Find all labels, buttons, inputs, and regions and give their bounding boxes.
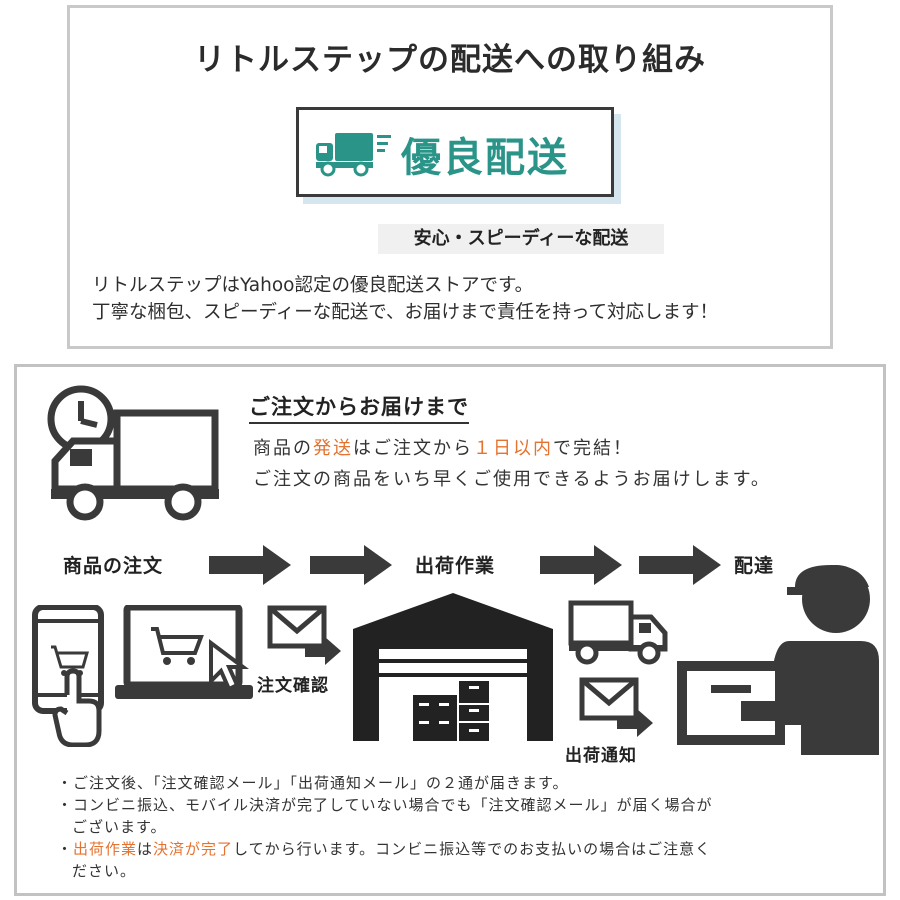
clock-truck-icon — [47, 385, 219, 521]
text-span: で完結！ — [553, 438, 633, 459]
arrow-right-icon — [639, 545, 721, 585]
note-item: ・コンビニ振込、モバイル決済が完了していない場合でも「注文確認メール」が届く場合… — [57, 796, 713, 814]
flow-heading: ご注文からお届けまで — [249, 391, 469, 424]
description-line: 丁寧な梱包、スピーディーな配送で、お届けまで責任を持って対応します！ — [92, 302, 719, 323]
note-item: ・出荷作業は決済が完了してから行います。コンビニ振込等でのお支払いの場合はご注意… — [57, 838, 713, 860]
text-span: は — [137, 840, 154, 858]
step-delivery-label: 配達 — [734, 555, 775, 577]
store-description: リトルステップはYahoo認定の優良配送ストアです。 丁寧な梱包、スピーディーな… — [92, 272, 718, 326]
order-email-icon — [267, 605, 341, 665]
flow-line-1: 商品の発送はご注文から１日以内で完結！ — [253, 433, 771, 464]
order-flow-panel: ご注文からお届けまで 商品の発送はご注文から１日以内で完結！ ご注文の商品をいち… — [14, 364, 886, 896]
arrow-right-icon — [540, 545, 622, 585]
step-shipping-work-label: 出荷作業 — [415, 555, 496, 577]
highlight-within-one-day: １日以内 — [473, 438, 553, 459]
laptop-order-icon — [115, 605, 253, 699]
order-confirmation-label: 注文確認 — [257, 676, 329, 696]
flow-line-2: ご注文の商品をいち早くご使用できるようお届けします。 — [253, 469, 771, 490]
small-truck-icon — [568, 600, 668, 665]
badge-label: 優良配送 — [401, 135, 569, 181]
bullet: ・ — [57, 840, 74, 858]
shipping-email-icon — [579, 677, 653, 737]
note-item-continued: ございます。 — [72, 818, 167, 836]
notes-list: ・ご注文後、「注文確認メール」「出荷通知メール」の２通が届きます。 ・コンビニ振… — [57, 772, 713, 882]
excellent-delivery-badge: 優良配送 — [296, 107, 614, 197]
badge-subtitle: 安心・スピーディーな配送 — [378, 224, 664, 254]
delivery-commitment-panel: リトルステップの配送への取り組み 優良配送 安心・スピーディーな配送 リトルステ… — [67, 5, 833, 349]
text-span: 商品の — [253, 438, 313, 459]
text-span: してから行います。コンビニ振込等でのお支払いの場合はご注意く — [233, 840, 712, 858]
flow-description: 商品の発送はご注文から１日以内で完結！ ご注文の商品をいち早くご使用できるようお… — [253, 433, 771, 495]
smartphone-order-icon — [32, 605, 104, 747]
delivery-truck-icon — [316, 133, 391, 177]
highlight-shipping-work: 出荷作業 — [73, 840, 138, 858]
warehouse-icon — [353, 593, 553, 741]
arrow-right-icon — [310, 545, 392, 585]
panel-title: リトルステップの配送への取り組み — [194, 42, 706, 78]
highlight-shipping: 発送 — [313, 438, 353, 459]
note-item-continued: ださい。 — [72, 862, 137, 880]
highlight-payment-complete: 決済が完了 — [153, 840, 234, 858]
step-order-label: 商品の注文 — [63, 555, 164, 577]
text-span: はご注文から — [353, 438, 473, 459]
note-item: ・ご注文後、「注文確認メール」「出荷通知メール」の２通が届きます。 — [57, 774, 569, 792]
shipping-notice-label: 出荷通知 — [565, 746, 637, 766]
description-line: リトルステップはYahoo認定の優良配送ストアです。 — [92, 275, 534, 296]
delivery-person-icon — [677, 565, 879, 755]
arrow-right-icon — [209, 545, 291, 585]
